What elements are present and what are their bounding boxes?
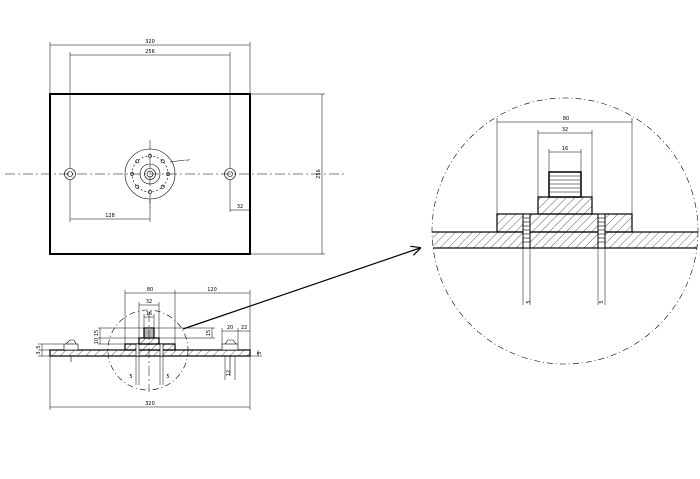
- dim-text-80-front: 80: [147, 287, 153, 293]
- detail-dim-text-80: 80: [563, 116, 569, 122]
- front-view: 80 120 32 16 15 10 15 20 22: [36, 287, 263, 410]
- right-foot: [221, 339, 239, 376]
- dim-text-5-left: 5: [36, 345, 42, 348]
- dim-text-hole-a: 5: [129, 374, 132, 380]
- dim-text-hole-b: 5: [166, 374, 169, 380]
- detail-view: 80 32 16 5 5: [431, 97, 699, 365]
- dim-text-320-bottom: 320: [145, 401, 155, 407]
- central-flange-top: ø7: [124, 140, 190, 208]
- detail-boss: [537, 196, 593, 215]
- detail-leader-arrow: [182, 248, 420, 330]
- detail-screw-right: [597, 213, 606, 249]
- dim-text-5-right: 5: [257, 351, 263, 354]
- dim-text-20: 20: [227, 325, 233, 331]
- detail-base-plate: [432, 231, 698, 249]
- left-foot: [63, 339, 79, 362]
- detail-flange: [496, 213, 633, 233]
- detail-screw-left: [522, 213, 531, 249]
- dim-text-320-top: 320: [145, 39, 155, 45]
- dim-text-32-front: 32: [146, 299, 152, 305]
- dim-text-10: 10: [94, 338, 100, 344]
- dim-text-22: 22: [241, 325, 247, 331]
- mounting-hole-right: [224, 168, 236, 180]
- detail-dim-text-hole-right: 5: [599, 300, 605, 303]
- svg-text:ø7: ø7: [186, 158, 190, 162]
- detail-dim-text-16: 16: [562, 146, 568, 152]
- dim-text-15-left: 15: [94, 330, 100, 336]
- base-plate-section: [49, 349, 251, 357]
- mounting-hole-left: [64, 168, 76, 180]
- dim-text-120: 120: [207, 287, 217, 293]
- dim-text-256-top: 256: [145, 49, 155, 55]
- flange-section: [124, 343, 176, 351]
- dim-text-32-top: 32: [237, 204, 243, 210]
- dim-text-256-height: 256: [316, 169, 322, 179]
- dim-text-12: 12: [226, 370, 232, 376]
- top-view: 320 256 256: [5, 39, 345, 255]
- dim-text-3: 3: [36, 351, 42, 354]
- dim-text-15-right: 15: [206, 330, 212, 336]
- detail-circle-large: [431, 97, 699, 365]
- detail-dim-text-hole-left: 5: [526, 300, 532, 303]
- dim-text-128: 128: [105, 213, 115, 219]
- detail-dim-text-32: 32: [562, 127, 568, 133]
